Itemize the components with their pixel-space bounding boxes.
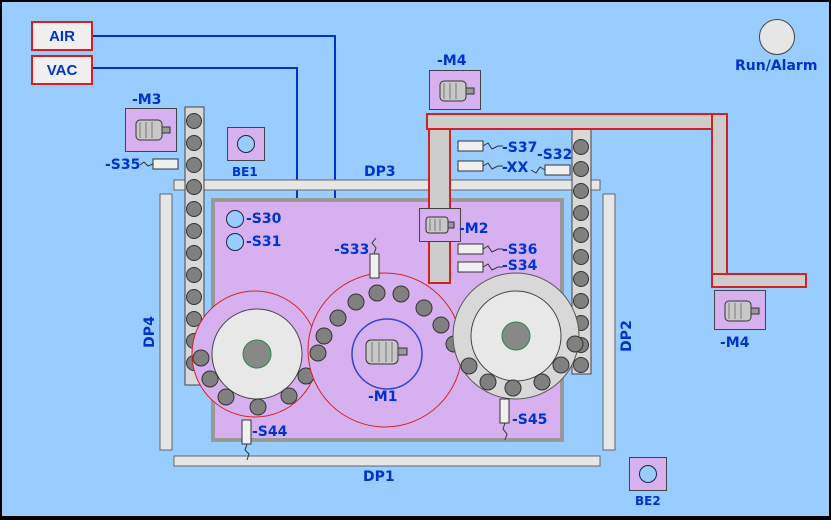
motor-m3-icon[interactable] (125, 108, 177, 152)
run-alarm-lamp-icon[interactable] (759, 19, 795, 55)
motor-m3-label: -M3 (132, 92, 162, 108)
sensor-s44-label: -S44 (252, 424, 288, 440)
vac-button[interactable]: VAC (31, 55, 93, 85)
run-alarm-label: Run/Alarm (735, 58, 818, 74)
sensor-s36-label: -S36 (502, 242, 538, 258)
sensor-s37[interactable] (457, 140, 503, 152)
dead-plate-dp3[interactable] (173, 179, 601, 191)
beacon-be2-icon[interactable] (629, 457, 667, 491)
dead-plate-dp2[interactable] (602, 193, 616, 451)
dead-plate-dp1[interactable] (173, 455, 601, 467)
sensor-s34[interactable] (457, 261, 503, 273)
dp1-label: DP1 (363, 469, 395, 485)
motor-m2-label: -M2 (459, 221, 489, 237)
sensor-s37-label: -S37 (502, 140, 538, 156)
sensor-s45-label: -S45 (512, 412, 548, 428)
dp3-label: DP3 (364, 164, 396, 180)
motor-m2-icon[interactable] (419, 208, 461, 242)
left-star-wheel (191, 290, 319, 418)
beacon-be1-label: BE1 (232, 165, 258, 179)
dp2-label: DP2 (618, 320, 635, 352)
dp4-label: DP4 (141, 316, 158, 348)
sensor-xx-label: -XX (502, 160, 529, 176)
vac-line (93, 67, 298, 198)
right-conveyor-rollers (573, 139, 589, 373)
sensor-s35[interactable] (139, 158, 179, 170)
motor-m4-right-icon[interactable] (714, 290, 766, 330)
sensor-s33[interactable] (369, 237, 380, 279)
indicator-s31-icon[interactable] (226, 233, 244, 251)
indicator-s31-label: -S31 (246, 234, 282, 250)
dead-plate-dp4[interactable] (159, 193, 173, 451)
sensor-xx[interactable] (457, 160, 503, 172)
sensor-s32[interactable] (530, 164, 571, 176)
sensor-s32-label: -S32 (537, 147, 573, 163)
exhaust-duct (426, 113, 807, 288)
motor-m4-top-icon[interactable] (429, 70, 481, 110)
sensor-s35-label: -S35 (105, 157, 141, 173)
sensor-s33-label: -S33 (334, 242, 370, 258)
right-star-wheel (452, 272, 584, 400)
indicator-s30-label: -S30 (246, 211, 282, 227)
air-line (93, 35, 336, 198)
sensor-s34-label: -S34 (502, 258, 538, 274)
beacon-be2-label: BE2 (635, 494, 661, 508)
sensor-s36[interactable] (457, 243, 503, 255)
motor-m4-right-label: -M4 (720, 335, 750, 351)
motor-m1-icon[interactable] (362, 332, 410, 370)
motor-m1-label: -M1 (368, 389, 398, 405)
sensor-s45[interactable] (499, 398, 510, 441)
beacon-be1-icon[interactable] (227, 127, 265, 161)
motor-m4-top-label: -M4 (437, 53, 467, 69)
indicator-s30-icon[interactable] (226, 210, 244, 228)
air-button[interactable]: AIR (31, 21, 93, 51)
sensor-s44[interactable] (241, 419, 252, 461)
